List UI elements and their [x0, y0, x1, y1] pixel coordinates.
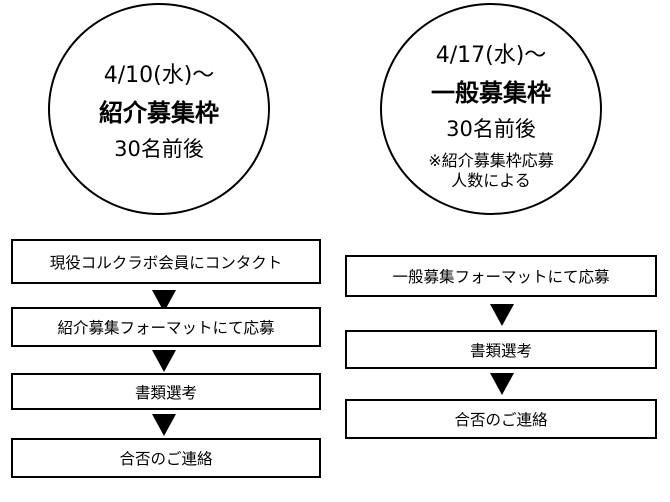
referral-slot-count: 30名前後: [114, 137, 204, 161]
flow-arrow-down-icon: [490, 373, 514, 395]
general-slot-note-line2: 人数による: [451, 171, 531, 190]
flow-step-document-screening: 書類選考: [345, 330, 657, 369]
flow-step-result-notice: 合否のご連絡: [345, 399, 657, 439]
flow-step-referral-apply: 紹介募集フォーマットにて応募: [11, 307, 321, 347]
flow-arrow-down-icon: [152, 414, 176, 436]
flow-arrow-down-icon: [152, 290, 176, 312]
referral-slot-circle: 4/10(水)〜 紹介募集枠 30名前後: [48, 3, 270, 215]
referral-start-date: 4/10(水)〜: [103, 63, 215, 88]
general-slot-note-line1: ※紹介募集枠応募: [428, 151, 554, 170]
flow-arrow-down-icon: [152, 350, 176, 372]
flow-arrow-down-icon: [490, 304, 514, 326]
general-slot-count: 30名前後: [446, 117, 536, 141]
general-slot-circle: 4/17(水)〜 一般募集枠 30名前後 ※紹介募集枠応募 人数による: [380, 3, 602, 215]
flow-step-result-notice: 合否のご連絡: [11, 438, 321, 478]
referral-slot-title: 紹介募集枠: [99, 99, 219, 127]
general-slot-title: 一般募集枠: [431, 79, 551, 107]
general-start-date: 4/17(水)〜: [435, 43, 547, 68]
flow-step-document-screening: 書類選考: [11, 373, 321, 410]
flow-step-contact-member: 現役コルクラボ会員にコンタクト: [11, 239, 321, 284]
flow-step-general-apply: 一般募集フォーマットにて応募: [345, 255, 657, 297]
